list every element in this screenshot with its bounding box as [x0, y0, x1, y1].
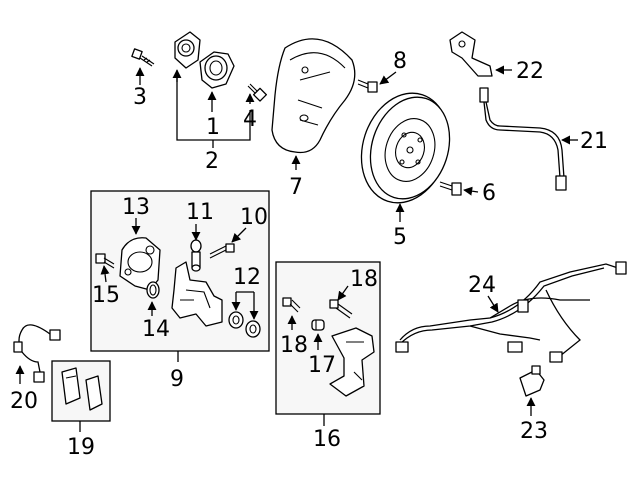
brake-rotor-5: [360, 92, 451, 204]
callout-16: 16: [313, 427, 341, 452]
callout-22: 22: [516, 59, 544, 84]
boots-12: [228, 311, 261, 338]
callout-19: 19: [67, 435, 95, 460]
pads-group-box: [51, 360, 111, 422]
callout-4: 4: [243, 107, 257, 132]
callout-15: 15: [92, 283, 120, 308]
wear-sensor-20: [13, 324, 61, 383]
bolt-15: [95, 253, 115, 269]
callout-11: 11: [186, 200, 214, 225]
callout-24: 24: [468, 273, 496, 298]
callout-8: 8: [393, 49, 407, 74]
splash-shield-7: [271, 38, 356, 154]
wiring-harness-24: [395, 261, 627, 363]
bolt-8: [357, 79, 378, 93]
callout-17: 17: [308, 353, 336, 378]
callout-9: 9: [170, 367, 184, 392]
callout-14: 14: [142, 317, 170, 342]
callout-10: 10: [240, 205, 268, 230]
callout-3: 3: [133, 85, 147, 110]
callout-5: 5: [393, 225, 407, 250]
callout-18-left: 18: [280, 333, 308, 358]
caliper-housing-13: [119, 237, 161, 291]
callout-20: 20: [10, 389, 38, 414]
caliper-bracket: [171, 261, 223, 327]
callout-7: 7: [289, 175, 303, 200]
brake-hose-21: [479, 87, 567, 191]
bolt-10: [209, 243, 235, 259]
bolt-18-right: [329, 299, 353, 319]
seal-14: [146, 281, 160, 299]
callout-18-right: 18: [350, 267, 378, 292]
callout-1: 1: [206, 115, 220, 140]
bolt-18-left: [282, 297, 301, 313]
brake-pads-19: [61, 367, 103, 411]
hub-bearing-1: [174, 31, 235, 89]
caliper-carrier-16: [329, 327, 375, 397]
callout-13: 13: [122, 195, 150, 220]
guide-pin-11: [190, 239, 202, 272]
connector-23: [519, 365, 545, 397]
bolt-6: [439, 181, 462, 196]
callout-21: 21: [580, 129, 608, 154]
bracket-22: [449, 31, 493, 77]
bushing-17: [311, 319, 325, 331]
bolt-4: [247, 83, 268, 102]
bolt-3: [131, 48, 155, 67]
callout-6: 6: [482, 181, 496, 206]
callout-2: 2: [205, 149, 219, 174]
callout-12: 12: [233, 265, 261, 290]
callout-23: 23: [520, 419, 548, 444]
